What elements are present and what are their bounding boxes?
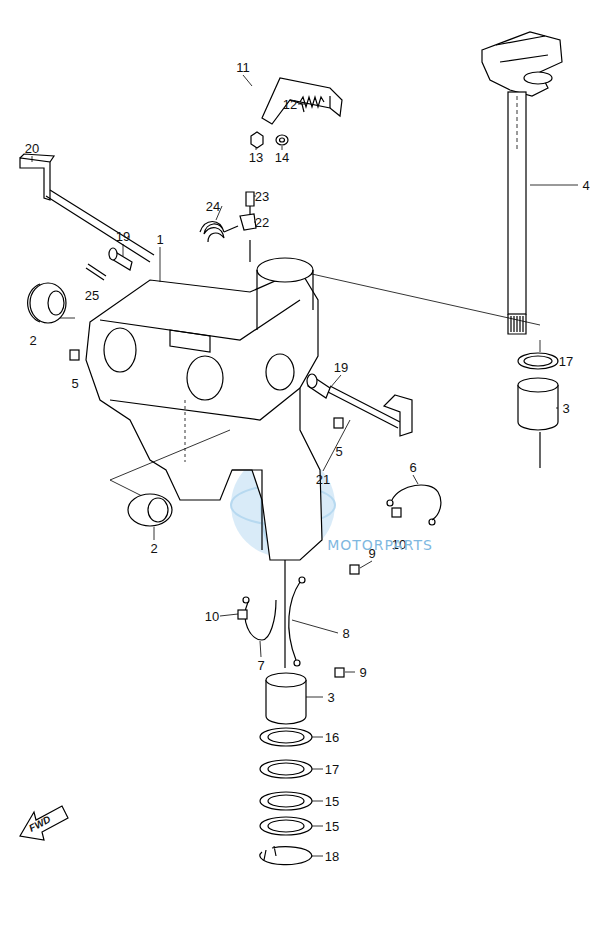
callout-number: 1: [156, 233, 163, 246]
callout-number: 8: [342, 627, 349, 640]
callout-number: 3: [562, 402, 569, 415]
callout-number: 23: [255, 190, 269, 203]
callout-number: 17: [559, 355, 573, 368]
callout-number: 16: [325, 731, 339, 744]
callout-number: 15: [325, 795, 339, 808]
callout-number: 22: [255, 216, 269, 229]
callout-number: 13: [249, 151, 263, 164]
callout-number: 19: [116, 230, 130, 243]
callout-number: 21: [316, 473, 330, 486]
callout-number: 7: [257, 659, 264, 672]
callout-number: 12: [283, 98, 297, 111]
callout-number: 24: [206, 200, 220, 213]
callout-number: 14: [275, 151, 289, 164]
callout-number: 2: [150, 542, 157, 555]
callout-number: 2: [29, 334, 36, 347]
callout-number: 25: [85, 289, 99, 302]
callout-number: 5: [335, 445, 342, 458]
callout-number: 20: [25, 142, 39, 155]
callout-number: 15: [325, 820, 339, 833]
callout-number: 19: [334, 361, 348, 374]
callout-number: 11: [236, 61, 250, 74]
callout-number: 9: [359, 666, 366, 679]
callout-number: 4: [582, 179, 589, 192]
callout-number: 17: [325, 763, 339, 776]
callout-number: 10: [205, 610, 219, 623]
callout-number: 5: [71, 377, 78, 390]
callout-number: 3: [327, 691, 334, 704]
callout-number: 6: [409, 461, 416, 474]
watermark-text: MOTORPARTS: [327, 538, 433, 552]
callout-number: 18: [325, 850, 339, 863]
